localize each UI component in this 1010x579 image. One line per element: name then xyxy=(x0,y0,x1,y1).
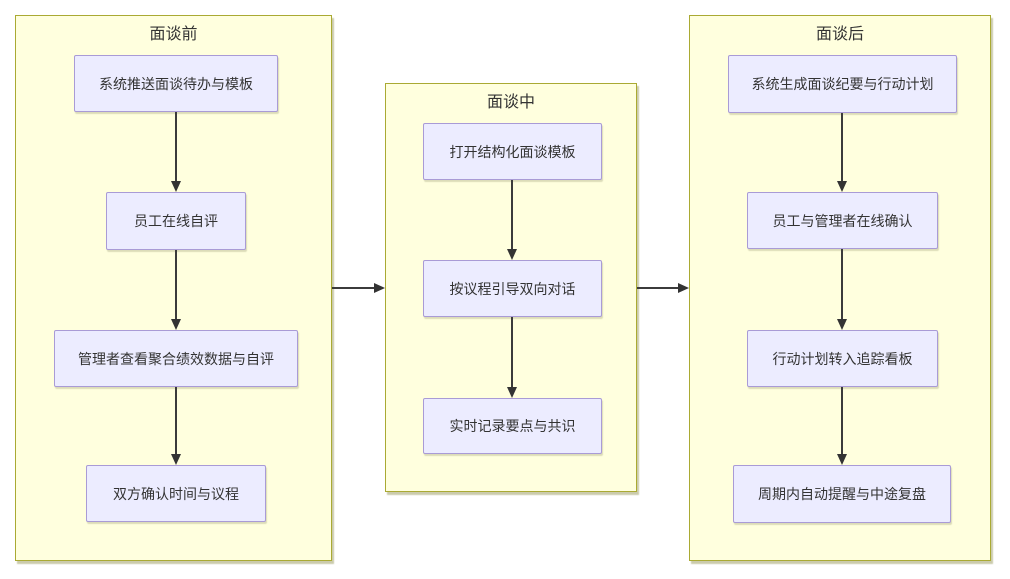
flow-node-push-todo-template: 系统推送面谈待办与模板 xyxy=(74,55,278,112)
group-post-interview: 面谈后 系统生成面谈纪要与行动计划 员工与管理者在线确认 行动计划转入追踪看板 … xyxy=(689,15,991,561)
arrow-down-icon xyxy=(171,181,181,192)
flow-node-record-key-points: 实时记录要点与共识 xyxy=(423,398,602,454)
flow-node-confirm-time-agenda: 双方确认时间与议程 xyxy=(86,465,266,522)
arrow-down-icon xyxy=(837,319,847,330)
group-pre-interview: 面谈前 系统推送面谈待办与模板 员工在线自评 管理者查看聚合绩效数据与自评 双方… xyxy=(15,15,332,561)
arrow-down-icon xyxy=(507,387,517,398)
flow-node-action-plan-tracking-board: 行动计划转入追踪看板 xyxy=(747,330,938,387)
connector-line xyxy=(841,387,843,454)
connector-line xyxy=(511,180,513,250)
flow-node-manager-review-data: 管理者查看聚合绩效数据与自评 xyxy=(54,330,298,387)
arrow-down-icon xyxy=(837,454,847,465)
group-post-interview-title: 面谈后 xyxy=(815,26,864,43)
arrow-down-icon xyxy=(171,454,181,465)
flow-node-guided-dialogue: 按议程引导双向对话 xyxy=(423,260,602,317)
connector-line xyxy=(841,249,843,319)
flow-node-employee-self-review: 员工在线自评 xyxy=(106,192,246,250)
arrow-right-icon xyxy=(374,283,385,293)
group-during-interview: 面谈中 打开结构化面谈模板 按议程引导双向对话 实时记录要点与共识 xyxy=(385,83,637,492)
connector-line xyxy=(175,112,177,182)
connector-line xyxy=(175,250,177,320)
flow-node-online-confirmation: 员工与管理者在线确认 xyxy=(747,192,938,249)
group-pre-interview-title: 面谈前 xyxy=(149,26,198,43)
connector-line xyxy=(332,287,374,289)
arrow-right-icon xyxy=(678,283,689,293)
connector-line xyxy=(841,113,843,181)
flow-node-open-structured-template: 打开结构化面谈模板 xyxy=(423,123,602,180)
arrow-down-icon xyxy=(507,249,517,260)
flow-node-generate-summary-plan: 系统生成面谈纪要与行动计划 xyxy=(728,55,957,113)
arrow-down-icon xyxy=(837,181,847,192)
group-during-interview-title: 面谈中 xyxy=(486,94,535,111)
connector-line xyxy=(175,387,177,454)
connector-line xyxy=(637,287,678,289)
arrow-down-icon xyxy=(171,319,181,330)
connector-line xyxy=(511,317,513,387)
flow-node-auto-reminder-midpoint-review: 周期内自动提醒与中途复盘 xyxy=(733,465,951,523)
